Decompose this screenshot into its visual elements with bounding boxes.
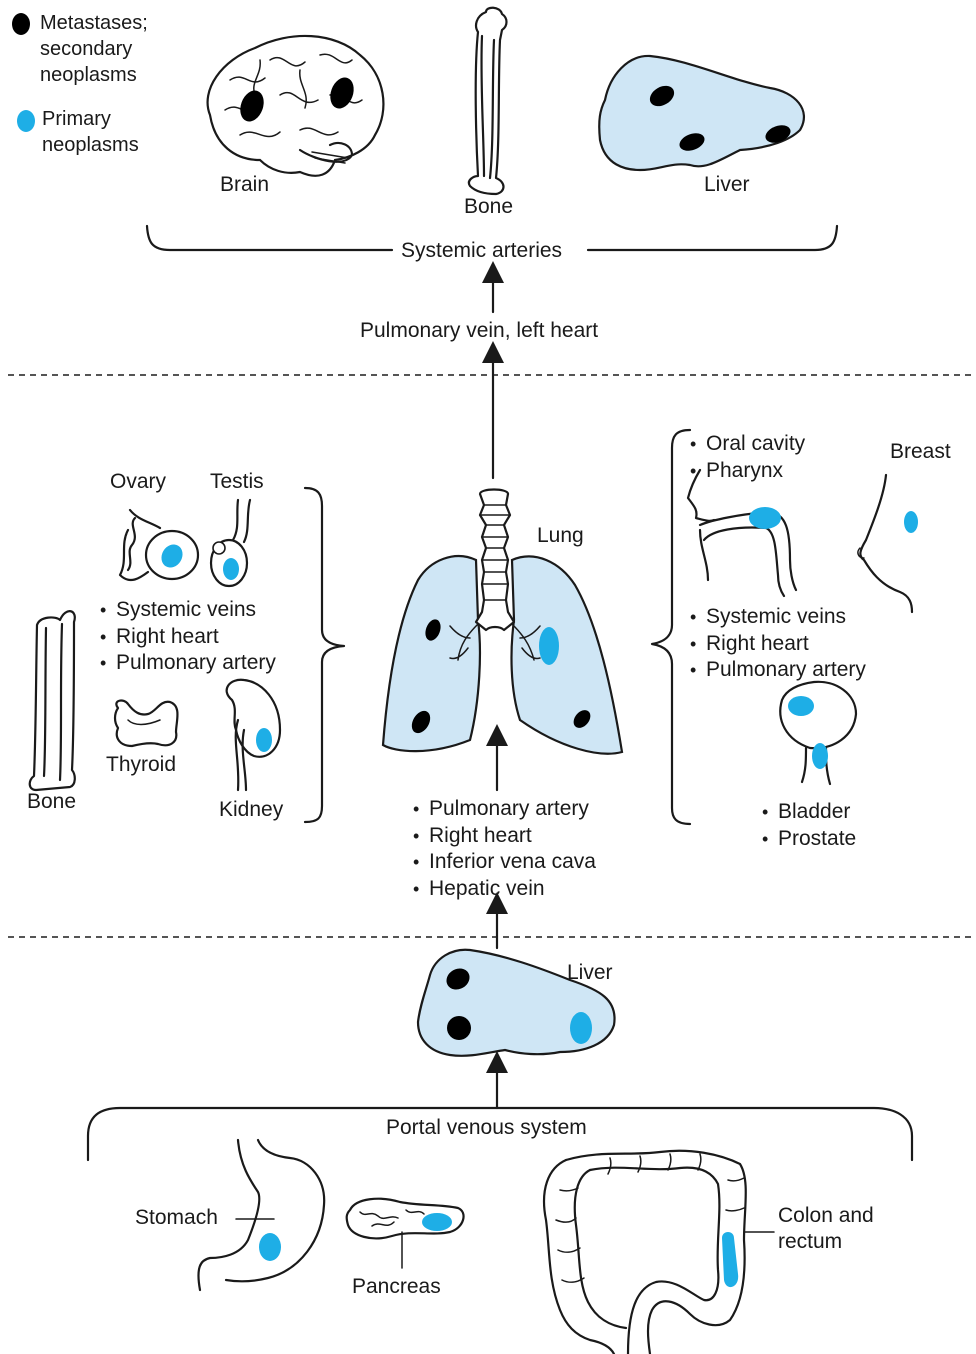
thyroid-label: Thyroid xyxy=(106,752,176,778)
bone-top-drawing xyxy=(469,8,507,194)
pulmonary-vein-label: Pulmonary vein, left heart xyxy=(360,318,598,344)
colon-primary xyxy=(722,1232,738,1287)
right-route-item: Oral cavity xyxy=(690,431,805,458)
center-route-list: Pulmonary artery Right heart Inferior ve… xyxy=(413,796,596,902)
stomach-label: Stomach xyxy=(135,1205,218,1231)
prostate-primary xyxy=(812,743,828,769)
primary-legend-dot xyxy=(17,110,35,132)
bladder-primary xyxy=(788,696,814,716)
liver-bottom-metastasis-2 xyxy=(447,1016,471,1040)
liver-top-label: Liver xyxy=(704,172,750,198)
systemic-arteries-label: Systemic arteries xyxy=(401,238,562,264)
colon-label: Colon and rectum xyxy=(778,1203,874,1255)
legend-metastases-label: Metastases; secondary neoplasms xyxy=(40,10,148,88)
oral-primary xyxy=(749,507,781,529)
right-route-item: Pulmonary artery xyxy=(690,657,866,684)
right-route-list-top: Oral cavity Pharynx xyxy=(690,431,805,484)
breast-drawing xyxy=(858,475,918,612)
colon-drawing xyxy=(544,1151,774,1354)
testis-drawing xyxy=(211,500,250,586)
pancreas-label: Pancreas xyxy=(352,1274,441,1300)
legend-primary-label: Primary neoplasms xyxy=(42,106,139,158)
right-route-list-mid: Systemic veins Right heart Pulmonary art… xyxy=(690,604,866,684)
head-profile-drawing xyxy=(688,470,796,596)
center-route-item: Inferior vena cava xyxy=(413,849,596,876)
lung-label: Lung xyxy=(537,523,584,549)
breast-label: Breast xyxy=(890,439,951,465)
ovary-drawing xyxy=(120,510,198,580)
breast-primary xyxy=(904,511,918,533)
right-route-item: Bladder xyxy=(762,799,856,826)
pancreas-primary xyxy=(422,1213,452,1231)
liver-top-drawing xyxy=(599,56,804,170)
pancreas-drawing xyxy=(347,1199,464,1268)
center-route-item: Right heart xyxy=(413,823,596,850)
lung-drawing xyxy=(383,490,622,754)
kidney-primary xyxy=(256,728,272,752)
kidney-drawing xyxy=(227,680,280,790)
lung-primary xyxy=(539,627,559,665)
right-route-list-bottom: Bladder Prostate xyxy=(762,799,856,852)
left-route-list: Systemic veins Right heart Pulmonary art… xyxy=(100,597,276,677)
kidney-label: Kidney xyxy=(219,797,283,823)
right-route-item: Systemic veins xyxy=(690,604,866,631)
bone-top-label: Bone xyxy=(464,194,513,220)
brain-drawing xyxy=(208,36,384,176)
left-route-item: Pulmonary artery xyxy=(100,650,276,677)
left-route-item: Right heart xyxy=(100,624,276,651)
thyroid-drawing xyxy=(115,701,178,746)
right-brace xyxy=(652,430,690,824)
left-brace xyxy=(305,488,344,822)
center-route-item: Pulmonary artery xyxy=(413,796,596,823)
ovary-label: Ovary xyxy=(110,469,166,495)
liver-bottom-primary xyxy=(570,1012,592,1044)
stomach-primary xyxy=(259,1233,281,1261)
bone-left-label: Bone xyxy=(27,789,76,815)
liver-bottom-label: Liver xyxy=(567,960,613,986)
bladder-drawing xyxy=(780,682,856,784)
right-route-item: Prostate xyxy=(762,826,856,853)
testis-primary xyxy=(223,558,239,580)
brain-label: Brain xyxy=(220,172,269,198)
bone-left-drawing xyxy=(30,611,75,790)
left-route-item: Systemic veins xyxy=(100,597,276,624)
center-route-item: Hepatic vein xyxy=(413,876,596,903)
testis-label: Testis xyxy=(210,469,264,495)
right-route-item: Right heart xyxy=(690,631,866,658)
portal-venous-label: Portal venous system xyxy=(382,1115,591,1141)
right-route-item: Pharynx xyxy=(690,458,805,485)
metastasis-legend-dot xyxy=(12,13,30,35)
